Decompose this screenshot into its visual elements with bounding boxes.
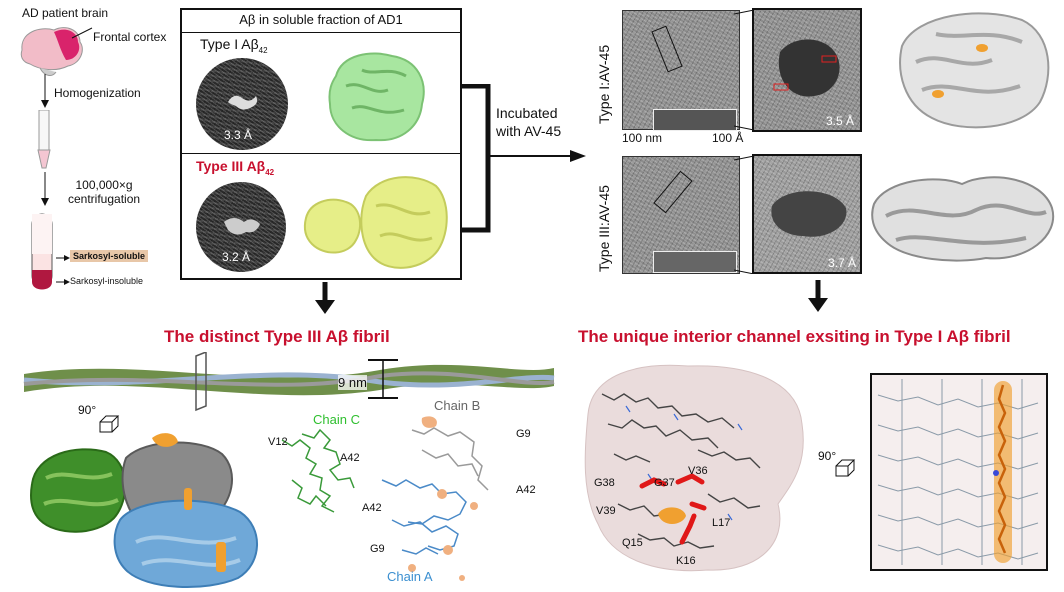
brain-icon	[20, 27, 93, 76]
arrow-down-right	[808, 280, 828, 312]
zoom-lines-2	[734, 156, 755, 274]
type1-density-icon	[228, 95, 258, 110]
row1-density-icon	[773, 39, 840, 97]
type1-resolution: 3.3 Å	[224, 128, 253, 142]
type3-2d-class: 3.2 Å	[196, 182, 286, 272]
type1-label-sub: 42	[258, 45, 268, 55]
brain-label: AD patient brain	[22, 6, 109, 20]
rotate-cube-icon-right	[835, 459, 856, 477]
row2-fibril-box	[653, 170, 693, 214]
incubation-line1: Incubated	[496, 105, 558, 121]
type1-3d-map	[328, 52, 425, 142]
row1-micrograph	[622, 10, 740, 131]
rotation-label-right: 90°	[818, 449, 837, 463]
homogenizer-icon	[37, 110, 51, 169]
row1-3d-map	[899, 12, 1050, 129]
row2-3d-map	[871, 176, 1055, 262]
incubation-label: Incubated with AV-45	[496, 104, 561, 140]
centrifuge-tube-icon	[31, 213, 53, 290]
fibril-width-label: 9 nm	[338, 375, 367, 390]
type3-resolution: 3.2 Å	[222, 250, 251, 264]
chain-c-label: Chain C	[313, 412, 360, 427]
chain-a-label: Chain A	[387, 569, 433, 584]
residue-g9-bottom: G9	[370, 543, 385, 555]
step-homogenization: Homogenization	[54, 86, 141, 100]
residue-k16: K16	[676, 555, 696, 567]
residue-v39: V39	[596, 505, 616, 517]
type3-atom-model	[281, 416, 489, 581]
type1-label-text: Type I Aβ	[200, 36, 259, 52]
row1-2d-class: 3.5 Å	[752, 8, 862, 132]
box-divider-mid	[182, 153, 460, 154]
arrow-down-icon	[41, 74, 49, 108]
row2-resolution: 3.7 Å	[828, 256, 857, 270]
residue-v12: V12	[268, 436, 288, 448]
channel-side-view-icon	[877, 379, 1039, 565]
type1-2d-class: 3.3 Å	[196, 58, 288, 150]
residue-a42-mid: A42	[362, 502, 382, 514]
residue-g38: G38	[594, 477, 615, 489]
type3-3d-map	[303, 176, 448, 269]
row1-fibril-box	[651, 25, 683, 73]
row1-resolution: 3.5 Å	[826, 114, 855, 128]
scale-bar-100nm: 100 nm	[622, 131, 663, 145]
row2-density-icon	[771, 191, 847, 237]
residue-g37: G37	[654, 477, 675, 489]
residue-g9-right: G9	[516, 428, 531, 440]
rotation-label-left: 90°	[78, 403, 97, 417]
channel-side-view	[870, 373, 1048, 571]
step-centrifugation-line2: centrifugation	[68, 192, 141, 206]
type1-channel-title: The unique interior channel exsiting in …	[578, 327, 1011, 346]
row1-inset	[653, 109, 737, 131]
cortex-label: Frontal cortex	[93, 30, 167, 44]
chain-b-label: Chain B	[434, 398, 481, 413]
step-centrifugation-line1: 100,000×g	[75, 178, 133, 192]
step-centrifugation: 100,000×g centrifugation	[68, 178, 140, 206]
incubation-bracket	[462, 84, 586, 233]
soluble-fraction-box: Aβ in soluble fraction of AD1 Type I Aβ4…	[180, 8, 462, 280]
channel-cross-section	[584, 364, 804, 572]
box-header: Aβ in soluble fraction of AD1	[239, 12, 403, 27]
box-divider-top	[182, 32, 460, 33]
residue-a42-right: A42	[516, 484, 536, 496]
sarkosyl-soluble-label: Sarkosyl-soluble	[70, 250, 149, 262]
tube-arrows-icon	[56, 255, 70, 285]
type1-label: Type I Aβ42	[200, 36, 268, 55]
arrow-down-icon-2	[41, 172, 49, 206]
zoom-lines-1	[734, 10, 755, 130]
residue-q15: Q15	[622, 537, 643, 549]
scale-bar-100a: 100 Å	[712, 131, 744, 145]
type3-density-icon	[224, 218, 260, 235]
residue-v36: V36	[688, 465, 708, 477]
residue-a42-top: A42	[340, 452, 360, 464]
type3-label-sub: 42	[265, 167, 275, 177]
sarkosyl-insoluble-label: Sarkosyl-insoluble	[70, 276, 144, 286]
incubation-line2: with AV-45	[496, 123, 562, 139]
type3-ribbon-model	[30, 433, 258, 589]
row2-micrograph	[622, 156, 740, 274]
type3-label-text: Type III Aβ	[196, 158, 266, 174]
row2-inset	[653, 251, 737, 273]
type3-fibril-title: The distinct Type III Aβ fibril	[164, 327, 390, 346]
rotate-cube-icon	[99, 415, 120, 433]
row1-label: Type I:AV-45	[596, 44, 612, 124]
row2-2d-class: 3.7 Å	[752, 154, 862, 274]
row2-label: Type III:AV-45	[596, 185, 612, 272]
type3-label: Type III Aβ42	[196, 158, 274, 177]
arrow-down-center	[315, 282, 335, 314]
residue-l17: L17	[712, 517, 731, 529]
